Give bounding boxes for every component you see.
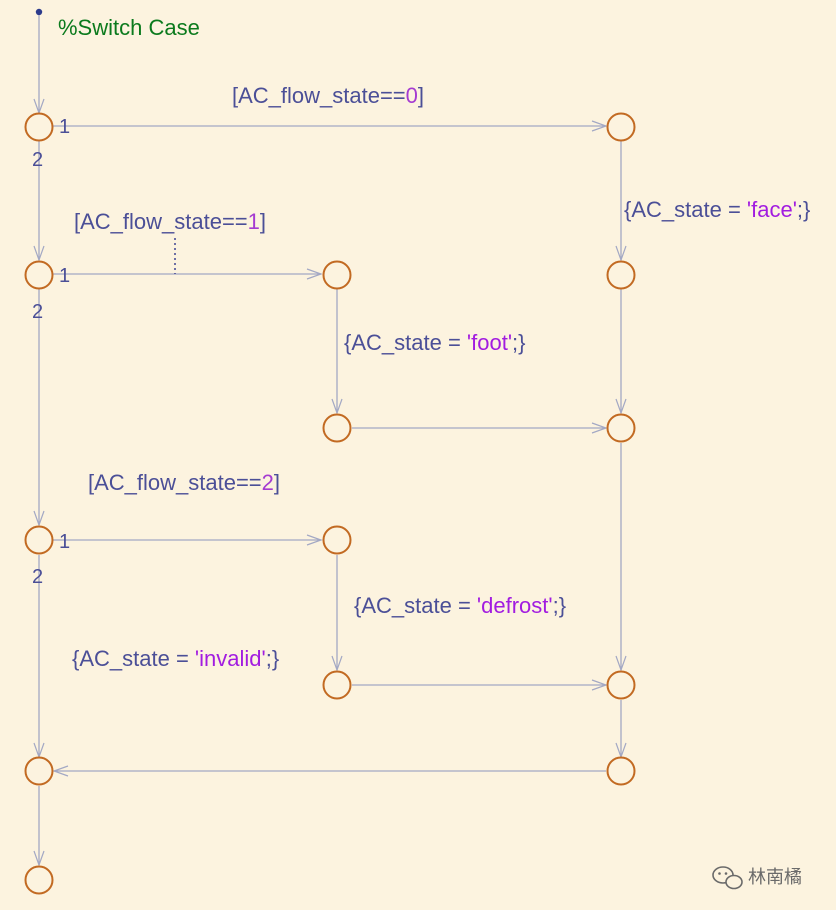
junction-case-1-target[interactable] bbox=[322, 260, 352, 290]
condition-case-2[interactable]: [AC_flow_state==2] bbox=[88, 470, 280, 495]
arrowhead bbox=[591, 422, 608, 434]
junction-case-0-decision[interactable] bbox=[24, 112, 54, 142]
condition-case-1[interactable]: [AC_flow_state==1] bbox=[74, 209, 266, 234]
order-label-1: 1 bbox=[59, 531, 70, 553]
arrowhead bbox=[615, 245, 627, 262]
arrowhead bbox=[306, 534, 323, 546]
arrowhead bbox=[615, 398, 627, 415]
arrowhead bbox=[615, 655, 627, 672]
junction-face-done[interactable] bbox=[606, 260, 636, 290]
arrowhead bbox=[331, 398, 343, 415]
order-label-2: 2 bbox=[32, 566, 43, 588]
arrowhead bbox=[591, 679, 608, 691]
condition-case-0[interactable]: [AC_flow_state==0] bbox=[232, 83, 424, 108]
order-label-2: 2 bbox=[32, 301, 43, 323]
action-invalid[interactable]: {AC_state = 'invalid';} bbox=[72, 646, 279, 671]
arrowhead bbox=[591, 120, 608, 132]
watermark-text: 林南橘 bbox=[748, 867, 802, 888]
arrowhead bbox=[33, 850, 45, 867]
junction-case-2-decision[interactable] bbox=[24, 525, 54, 555]
junction-final-merge[interactable] bbox=[24, 756, 54, 786]
arrowhead bbox=[33, 245, 45, 262]
action-face[interactable]: {AC_state = 'face';} bbox=[624, 197, 810, 222]
order-label-1: 1 bbox=[59, 265, 70, 287]
arrowhead bbox=[33, 510, 45, 527]
junction-merge-3[interactable] bbox=[606, 756, 636, 786]
junction-merge-2[interactable] bbox=[606, 670, 636, 700]
action-defrost[interactable]: {AC_state = 'defrost';} bbox=[354, 593, 566, 618]
junction-foot-done[interactable] bbox=[322, 413, 352, 443]
arrowhead bbox=[52, 765, 69, 777]
junction-merge-1[interactable] bbox=[606, 413, 636, 443]
junction-end[interactable] bbox=[24, 865, 54, 895]
arrowhead bbox=[306, 268, 323, 280]
junction-case-2-target[interactable] bbox=[322, 525, 352, 555]
junction-defrost-done[interactable] bbox=[322, 670, 352, 700]
arrowhead bbox=[331, 655, 343, 672]
comment-switch-case: %Switch Case bbox=[58, 15, 200, 40]
wechat-icon bbox=[712, 866, 743, 890]
junction-case-0-target[interactable] bbox=[606, 112, 636, 142]
order-label-2: 2 bbox=[32, 149, 43, 171]
junction-case-1-decision[interactable] bbox=[24, 260, 54, 290]
action-foot[interactable]: {AC_state = 'foot';} bbox=[344, 330, 526, 355]
default-transition-dot bbox=[35, 8, 43, 16]
order-label-1: 1 bbox=[59, 116, 70, 138]
